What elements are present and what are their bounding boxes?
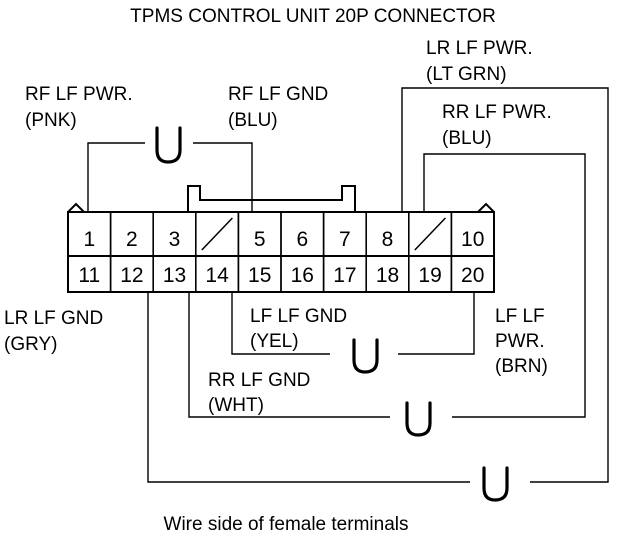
lf-antenna-icon — [352, 338, 379, 374]
lf-lf-pwr-label-1: LF LF — [495, 306, 545, 327]
terminal-number: 12 — [120, 264, 143, 287]
lr-lf-gnd-label: LR LF GND — [4, 308, 103, 329]
terminal-number: 7 — [339, 228, 351, 251]
wire-rf-lf-gnd — [193, 142, 253, 212]
terminal-number: 2 — [126, 228, 138, 251]
rr-antenna-icon — [405, 401, 432, 437]
lf-lf-pwr-label-2: PWR. — [495, 331, 545, 352]
connector-latch — [187, 185, 356, 212]
terminal-cell: 16 — [280, 255, 325, 293]
terminal-number: 20 — [461, 264, 484, 287]
lr-lf-pwr-label: LR LF PWR. — [426, 38, 533, 59]
wire-lr-lf-pwr — [401, 87, 609, 483]
terminal-cell: 19 — [408, 255, 453, 293]
terminal-number: 16 — [291, 264, 314, 287]
terminal-number: 1 — [83, 228, 95, 251]
terminal-number: 14 — [205, 264, 229, 287]
diagram-title: TPMS CONTROL UNIT 20P CONNECTOR — [130, 6, 496, 27]
terminal-cell: 17 — [322, 255, 367, 293]
wire-labels: RF LF PWR. (PNK) RF LF GND (BLU) LR LF P… — [4, 38, 552, 416]
terminal-cell — [408, 211, 453, 257]
terminal-cell: 11 — [67, 255, 112, 293]
terminal-cell: 15 — [237, 255, 282, 293]
lr-lf-pwr-color: (LT GRN) — [426, 64, 507, 85]
diagram-caption: Wire side of female terminals — [164, 514, 409, 535]
rf-lf-pwr-color: (PNK) — [25, 110, 77, 131]
terminal-cell-frame — [450, 255, 495, 293]
rr-lf-gnd-color: (WHT) — [208, 395, 264, 416]
terminal-cell: 2 — [109, 211, 154, 257]
rr-lf-pwr-label: RR LF PWR. — [442, 102, 552, 123]
terminal-row-bottom: 11 12 13 14 15 16 17 18 19 20 — [67, 255, 495, 293]
terminal-cell: 5 — [237, 211, 282, 257]
terminal-number: 19 — [418, 264, 441, 287]
terminal-number: 17 — [333, 264, 356, 287]
terminal-number: 18 — [376, 264, 399, 287]
terminal-cell: 14 — [195, 255, 240, 293]
terminal-cell: 1 — [67, 211, 112, 257]
terminal-number: 15 — [248, 264, 271, 287]
rf-lf-pwr-label: RF LF PWR. — [25, 84, 133, 105]
terminal-cell: 3 — [152, 211, 197, 257]
terminal-cell: 13 — [152, 255, 197, 293]
rf-lf-gnd-label: RF LF GND — [228, 84, 328, 105]
terminal-number: 5 — [254, 228, 266, 251]
lf-lf-pwr-color: (BRN) — [495, 356, 548, 377]
rr-lf-pwr-color: (BLU) — [442, 128, 492, 149]
wire-lf-lf-gnd — [231, 292, 330, 355]
lf-lf-gnd-label: LF LF GND — [250, 306, 347, 327]
terminal-cell: 6 — [280, 211, 325, 257]
terminal-row-top: 1 2 3 5 6 7 8 10 — [67, 211, 495, 257]
wire-rf-lf-pwr — [87, 142, 145, 212]
terminal-number: 8 — [382, 228, 394, 251]
terminal-cell: 8 — [365, 211, 410, 257]
unused-terminal-slash — [414, 217, 446, 251]
rf-antenna-icon — [155, 126, 182, 164]
wire-rr-lf-gnd — [188, 292, 390, 418]
terminal-number: 6 — [296, 228, 308, 251]
lr-antenna-icon — [482, 466, 509, 502]
terminal-cell: 7 — [322, 211, 367, 257]
rf-lf-gnd-color: (BLU) — [228, 110, 278, 131]
terminal-number: 10 — [461, 228, 484, 251]
terminal-number: 13 — [163, 264, 186, 287]
lf-lf-gnd-color: (YEL) — [250, 331, 299, 352]
wire-lr-lf-gnd — [147, 292, 470, 483]
terminal-cell: 12 — [109, 255, 154, 293]
lr-lf-gnd-color: (GRY) — [4, 334, 57, 355]
terminal-number: 11 — [78, 264, 100, 287]
unused-terminal-slash — [201, 217, 233, 251]
terminal-cell: 20 — [450, 255, 495, 293]
terminal-number: 3 — [169, 228, 181, 251]
terminal-cell: 10 — [450, 211, 495, 257]
terminal-cell: 18 — [365, 255, 410, 293]
wire-rr-lf-pwr — [423, 153, 586, 418]
wire-lf-lf-pwr — [398, 292, 475, 355]
wiring — [87, 87, 609, 483]
antenna-symbols — [155, 126, 509, 502]
rr-lf-gnd-label: RR LF GND — [208, 370, 310, 391]
terminal-cell — [195, 211, 240, 257]
